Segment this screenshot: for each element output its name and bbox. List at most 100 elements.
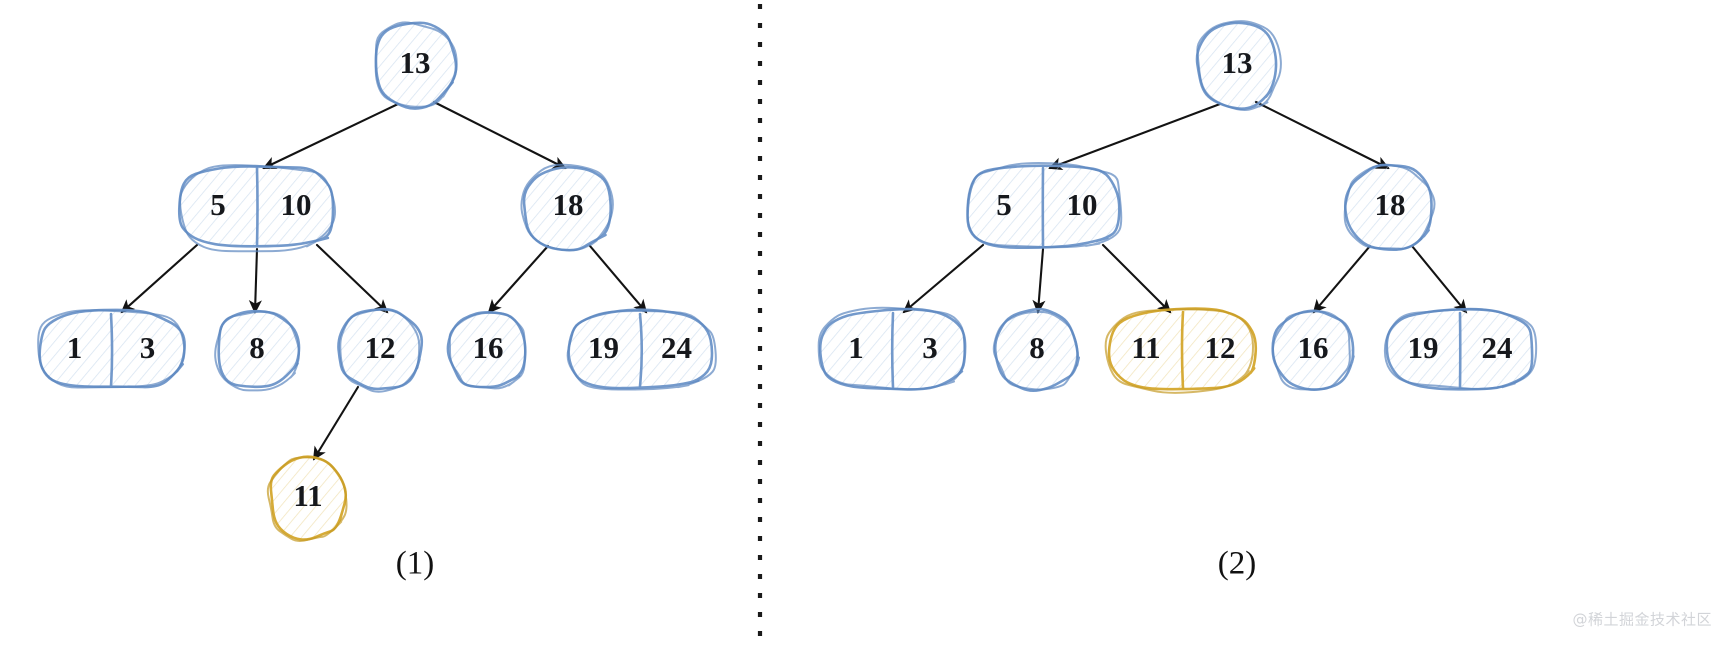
panel-caption: (1) <box>396 546 434 582</box>
node-key: 13 <box>400 45 431 80</box>
tree-node[interactable]: 18 <box>520 163 614 252</box>
node-fill <box>218 311 299 387</box>
node-outline <box>1107 307 1258 391</box>
node-key: 13 <box>1222 45 1253 80</box>
node-fill <box>270 456 346 540</box>
node-fill <box>338 309 422 389</box>
node-fill <box>1197 22 1277 109</box>
node-key: 18 <box>553 187 584 222</box>
node-key: 1 <box>848 330 864 365</box>
node-key: 3 <box>922 330 938 365</box>
tree-edge <box>1312 244 1372 314</box>
node-outline-secondary <box>1383 307 1538 390</box>
tree-node[interactable]: 18 <box>1343 163 1436 252</box>
node-key-separator <box>109 312 114 388</box>
panel-caption: (2) <box>1218 546 1256 582</box>
tree-edge <box>248 247 262 314</box>
edge-line <box>902 243 985 314</box>
node-fill <box>375 22 457 109</box>
node-key: 19 <box>1408 330 1439 365</box>
node-key: 8 <box>1029 330 1045 365</box>
node-outline <box>1385 307 1534 391</box>
node-key: 3 <box>140 330 156 365</box>
node-outline-secondary <box>214 310 301 392</box>
node-outline-secondary <box>1196 20 1282 112</box>
edge-line <box>1101 243 1172 314</box>
edge-line <box>1410 244 1468 314</box>
tree-node[interactable]: 12 <box>337 307 424 393</box>
node-outline <box>374 21 458 110</box>
edge-line <box>487 244 550 314</box>
node-outline <box>337 307 424 391</box>
node-key: 12 <box>365 330 396 365</box>
edge-line <box>432 100 567 170</box>
edge-line <box>1048 102 1222 170</box>
node-key: 8 <box>249 330 265 365</box>
tree-edge <box>120 243 199 314</box>
node-key: 24 <box>1482 330 1513 365</box>
edge-line <box>248 247 262 314</box>
node-outline-secondary <box>1272 310 1352 391</box>
node-fill <box>179 166 334 247</box>
node-outline-secondary <box>992 310 1079 391</box>
tree-edge <box>588 244 648 314</box>
tree-edge <box>432 100 567 170</box>
edge-line <box>262 102 400 170</box>
tree-node[interactable]: 16 <box>446 310 527 390</box>
edge-line <box>588 244 648 314</box>
node-outline-secondary <box>266 456 348 542</box>
node-outline <box>966 164 1121 250</box>
tree-node[interactable]: 16 <box>1271 309 1355 392</box>
node-outline-secondary <box>179 164 337 253</box>
edge-line <box>312 385 360 461</box>
node-key: 16 <box>1298 330 1329 365</box>
node-key: 5 <box>996 187 1012 222</box>
node-key: 16 <box>473 330 504 365</box>
tree-node[interactable]: 13 <box>374 21 458 110</box>
tree-node[interactable]: 8 <box>214 309 301 392</box>
node-outline-secondary <box>520 163 614 252</box>
node-outline-secondary <box>566 309 717 391</box>
node-key: 1 <box>67 330 83 365</box>
node-key-separator <box>255 166 259 248</box>
tree-edge <box>262 102 400 170</box>
node-fill <box>524 167 611 251</box>
tree-edge <box>1032 247 1046 314</box>
tree-edge <box>1048 102 1222 170</box>
edge-line <box>1312 244 1372 314</box>
tree-node[interactable]: 5 10 <box>966 162 1123 250</box>
node-outline-secondary <box>966 162 1123 249</box>
tree-edge <box>902 243 985 314</box>
node-key: 24 <box>661 330 692 365</box>
edge-line <box>120 243 199 314</box>
edge-line <box>1032 247 1046 314</box>
tree-node[interactable]: 8 <box>992 307 1080 393</box>
chrome-layer: @稀土掘金技术社区 <box>757 4 1712 648</box>
node-key: 19 <box>588 330 619 365</box>
tree-node[interactable]: 11 <box>266 455 348 542</box>
node-key: 10 <box>1067 187 1098 222</box>
node-outline-secondary <box>339 308 421 393</box>
node-key: 5 <box>210 187 226 222</box>
node-key: 18 <box>1375 187 1406 222</box>
node-outline-secondary <box>1104 308 1254 394</box>
tree-node[interactable]: 13 <box>1195 20 1282 112</box>
node-key: 11 <box>293 478 322 513</box>
node-fill <box>1272 310 1354 390</box>
node-key-separator <box>638 312 644 388</box>
node-outline-secondary <box>448 311 527 390</box>
node-outline-secondary <box>374 21 458 108</box>
tree-edge <box>487 244 550 314</box>
node-outline-secondary <box>37 309 186 389</box>
caption-layer: (1) (2) <box>396 546 1256 582</box>
node-key: 10 <box>281 187 312 222</box>
tree-node[interactable]: 5 10 <box>177 164 337 253</box>
